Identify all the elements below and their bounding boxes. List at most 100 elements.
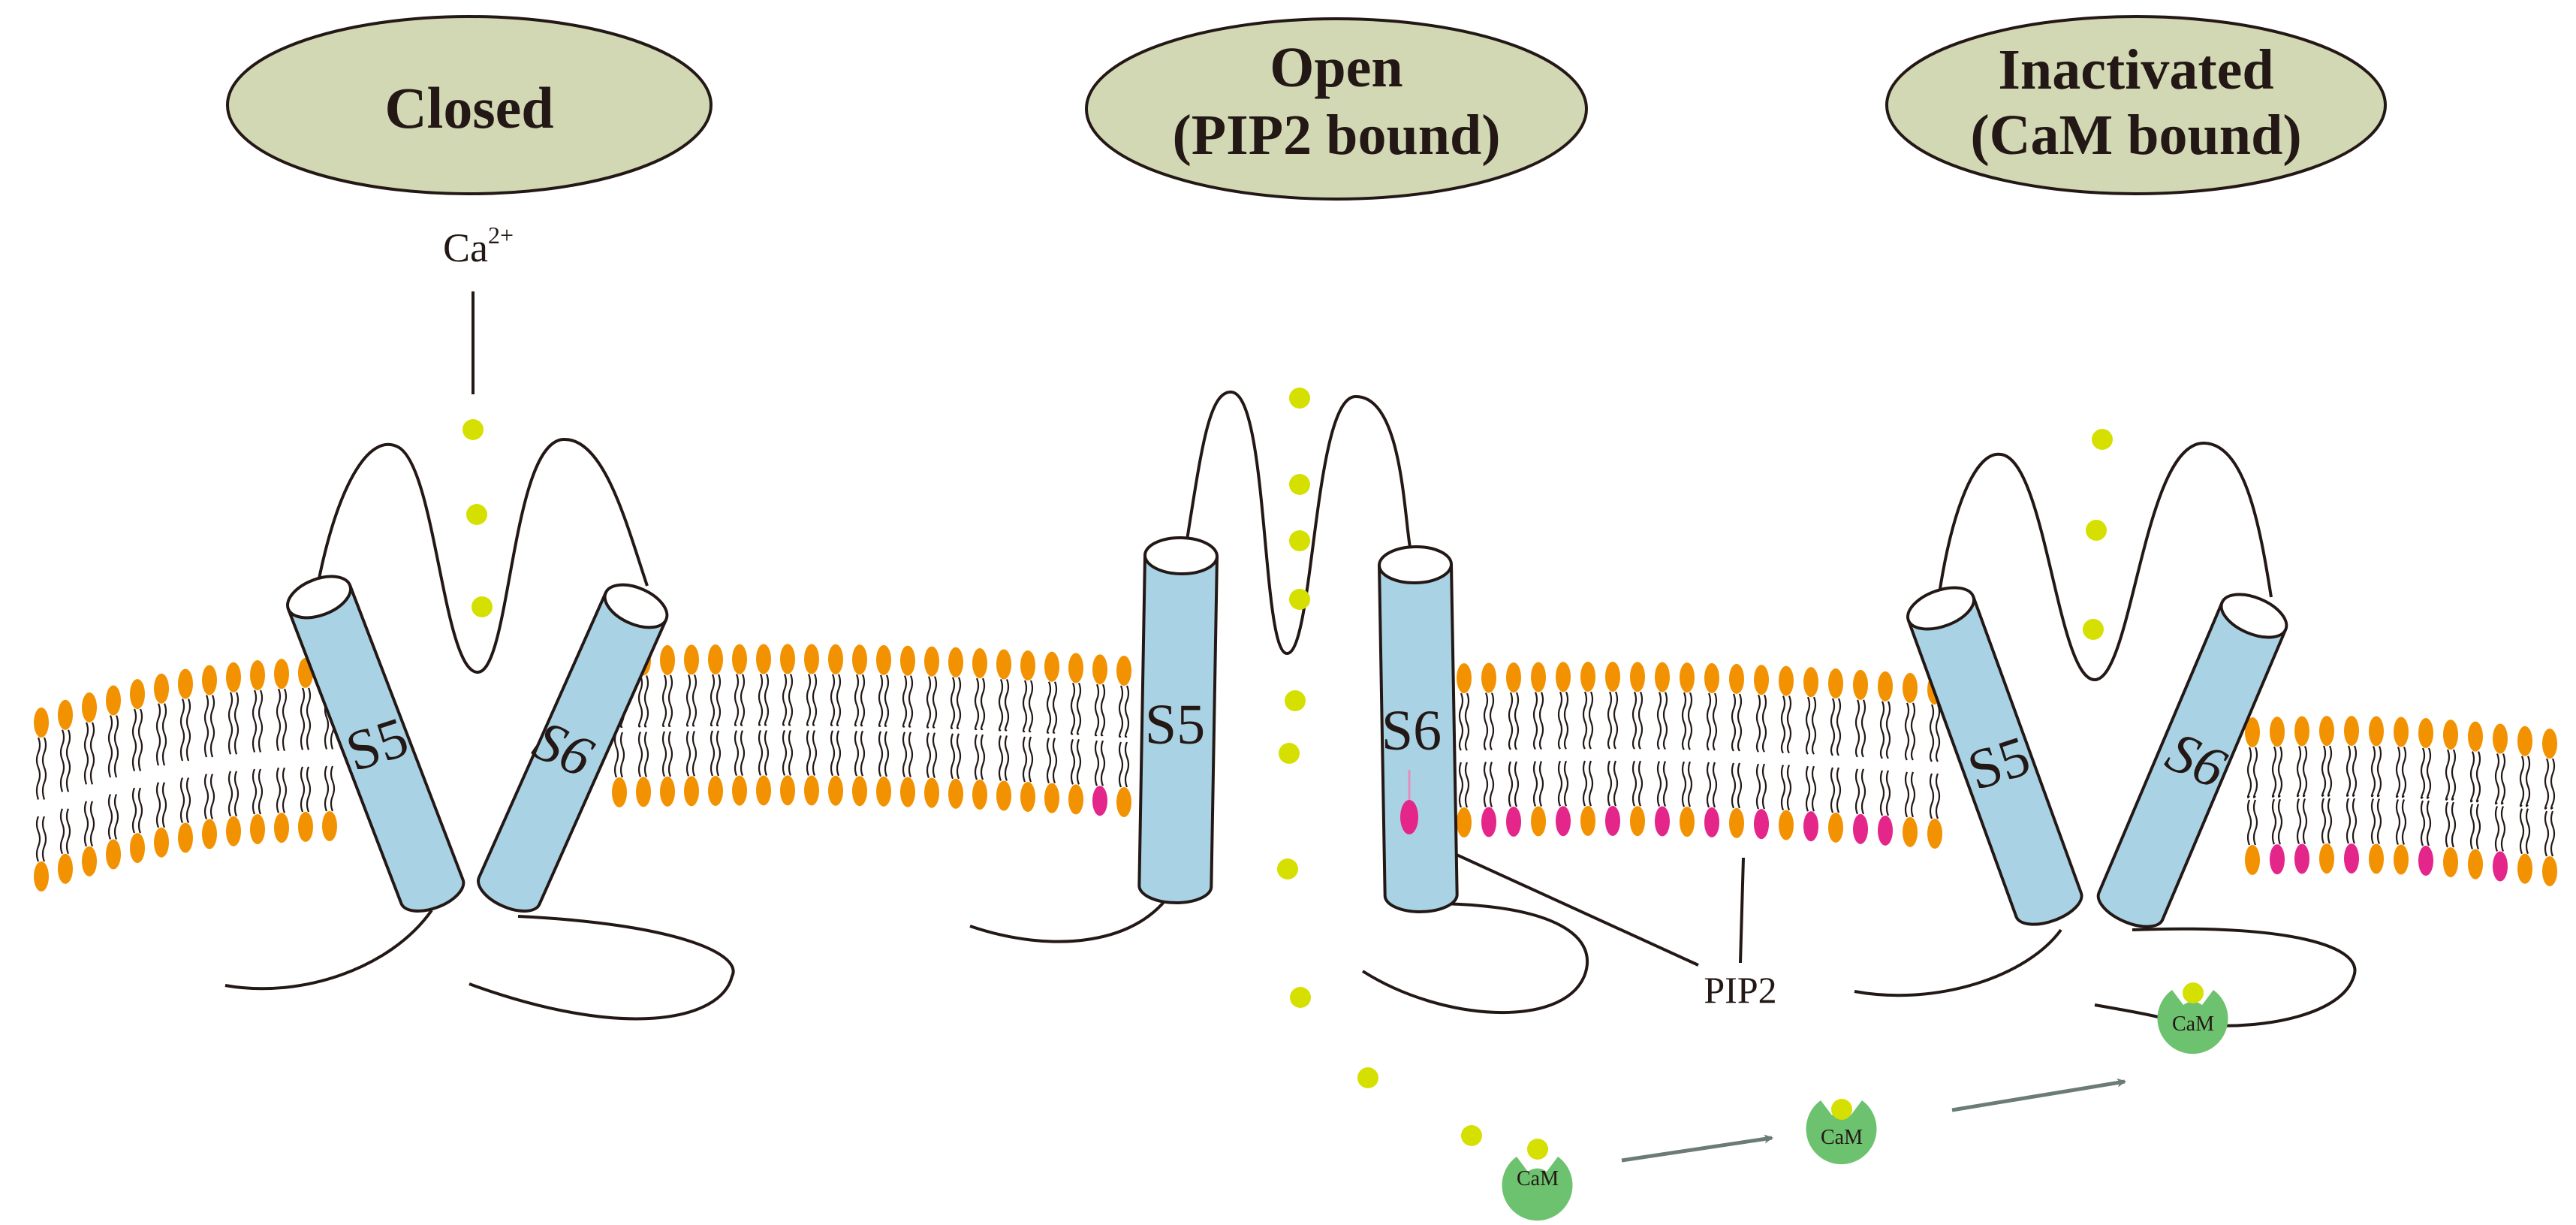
inactivated-state-subtitle: (CaM bound) — [1970, 104, 2301, 167]
cam-free-shape — [1502, 1157, 1573, 1221]
open-state-header: Open (PIP2 bound) — [1085, 17, 1588, 201]
cam-bound-label: CaM — [1821, 1126, 1863, 1149]
lipid — [2542, 729, 2557, 886]
calcium-ion-label: Ca2+ — [443, 222, 514, 270]
calcium-ion — [462, 419, 484, 440]
pip2-label: PIP2 — [1704, 969, 1776, 1011]
lipid-bilayer — [34, 644, 2557, 892]
calcium-ion — [472, 596, 493, 617]
calcium-ion — [1290, 987, 1311, 1008]
inactivated-s5-helix — [1906, 586, 2083, 926]
pip2-lipid — [2294, 716, 2309, 874]
open-pore-loop — [1185, 390, 1413, 655]
lipid — [2394, 717, 2409, 875]
lipid — [226, 662, 241, 846]
cam-molecule-free: CaM — [1502, 1139, 1573, 1221]
calcium-ion — [1461, 1125, 1482, 1146]
calcium-ion — [2086, 520, 2107, 541]
cam-binding-arrow — [1621, 1134, 1773, 1163]
pip2-lipid — [2344, 716, 2359, 874]
pip2-lipid — [1092, 654, 1107, 816]
open-s5-label: S5 — [1145, 693, 1205, 756]
lipid — [2369, 716, 2384, 874]
open-s5-helix — [1137, 536, 1219, 904]
cam-bound-shape — [1806, 1100, 1877, 1165]
open-state-subtitle: (PIP2 bound) — [1172, 104, 1500, 167]
lipid — [274, 659, 289, 843]
cam-bound-calcium — [1831, 1099, 1852, 1120]
lipid — [660, 644, 675, 807]
calcium-ion — [1279, 743, 1300, 764]
lipid — [1457, 663, 1472, 837]
lipid — [202, 665, 217, 849]
lipid — [852, 644, 867, 807]
bound-pip2-head — [1400, 800, 1418, 834]
lipid — [2517, 726, 2532, 884]
pip2-lipid — [1704, 662, 1719, 837]
calcium-ion — [1289, 474, 1310, 495]
inactivated-pore-loop — [1938, 441, 2273, 682]
lipid — [900, 645, 915, 807]
lipid — [1779, 665, 1794, 840]
calcium-ion — [2083, 619, 2104, 640]
pip2-lipid — [1754, 665, 1769, 840]
lipid — [250, 660, 265, 845]
open-channel — [969, 390, 1745, 1014]
lipid — [2443, 720, 2458, 878]
closed-channel — [224, 291, 735, 1021]
lipid — [1531, 662, 1546, 837]
pip2-lipid — [2493, 723, 2508, 882]
calcium-ion — [1289, 530, 1310, 551]
lipid — [58, 699, 73, 884]
calcium-ion — [1289, 589, 1310, 610]
lipid — [708, 644, 723, 806]
cam-transfer-arrow — [1951, 1078, 2126, 1112]
lipid — [948, 647, 963, 809]
pip2-pointer-membrane — [1739, 857, 1745, 964]
cam-free-calcium — [1527, 1139, 1548, 1160]
lipid — [2319, 716, 2334, 874]
lipid — [1729, 663, 1744, 838]
lipid — [780, 644, 795, 806]
pip2-lipid — [1506, 662, 1521, 837]
lipid — [684, 644, 699, 807]
inactivated-s6-helix — [2096, 593, 2288, 928]
calcium-ions — [462, 388, 2113, 1146]
closed-state-title: Closed — [384, 75, 553, 140]
open-s5-tail — [969, 886, 1177, 943]
inactivated-state-header: Inactivated (CaM bound) — [1885, 15, 2387, 195]
lipid — [34, 708, 49, 892]
cam-channel-label: CaM — [2172, 1012, 2214, 1036]
lipid — [82, 692, 97, 877]
lipid — [804, 644, 819, 806]
open-state-title: Open — [1270, 36, 1402, 99]
lipid — [154, 673, 169, 858]
lipid — [106, 685, 121, 870]
lipid — [1044, 651, 1059, 813]
closed-pore-loop — [318, 437, 649, 674]
closed-s6-helix — [477, 583, 669, 913]
closed-state-ellipse — [226, 15, 713, 195]
lipid — [972, 648, 987, 810]
pip2-lipid — [1803, 667, 1818, 842]
open-s6-tail — [1361, 901, 1589, 1014]
lipid — [732, 644, 747, 806]
lipid — [178, 668, 193, 853]
calcium-ion — [1285, 690, 1306, 711]
calcium-ion — [1277, 858, 1298, 880]
lipid — [1020, 650, 1035, 813]
inactivated-state-ellipse — [1885, 15, 2387, 195]
lipid — [996, 649, 1011, 811]
open-s6-label: S6 — [1381, 699, 1442, 762]
pip2-lipid — [1853, 669, 1868, 844]
lipid — [1116, 656, 1131, 817]
cam-molecule-calcium-bound: CaM — [1806, 1099, 1877, 1165]
pip2-lipid — [2418, 718, 2433, 877]
cam-channel-calcium — [2183, 982, 2204, 1003]
pip2-pointer-open — [1430, 841, 1699, 967]
calcium-ion — [1357, 1067, 1378, 1088]
closed-s6-tail — [469, 915, 735, 1021]
pip2-lipid — [2270, 717, 2285, 875]
lipid — [2245, 717, 2260, 875]
